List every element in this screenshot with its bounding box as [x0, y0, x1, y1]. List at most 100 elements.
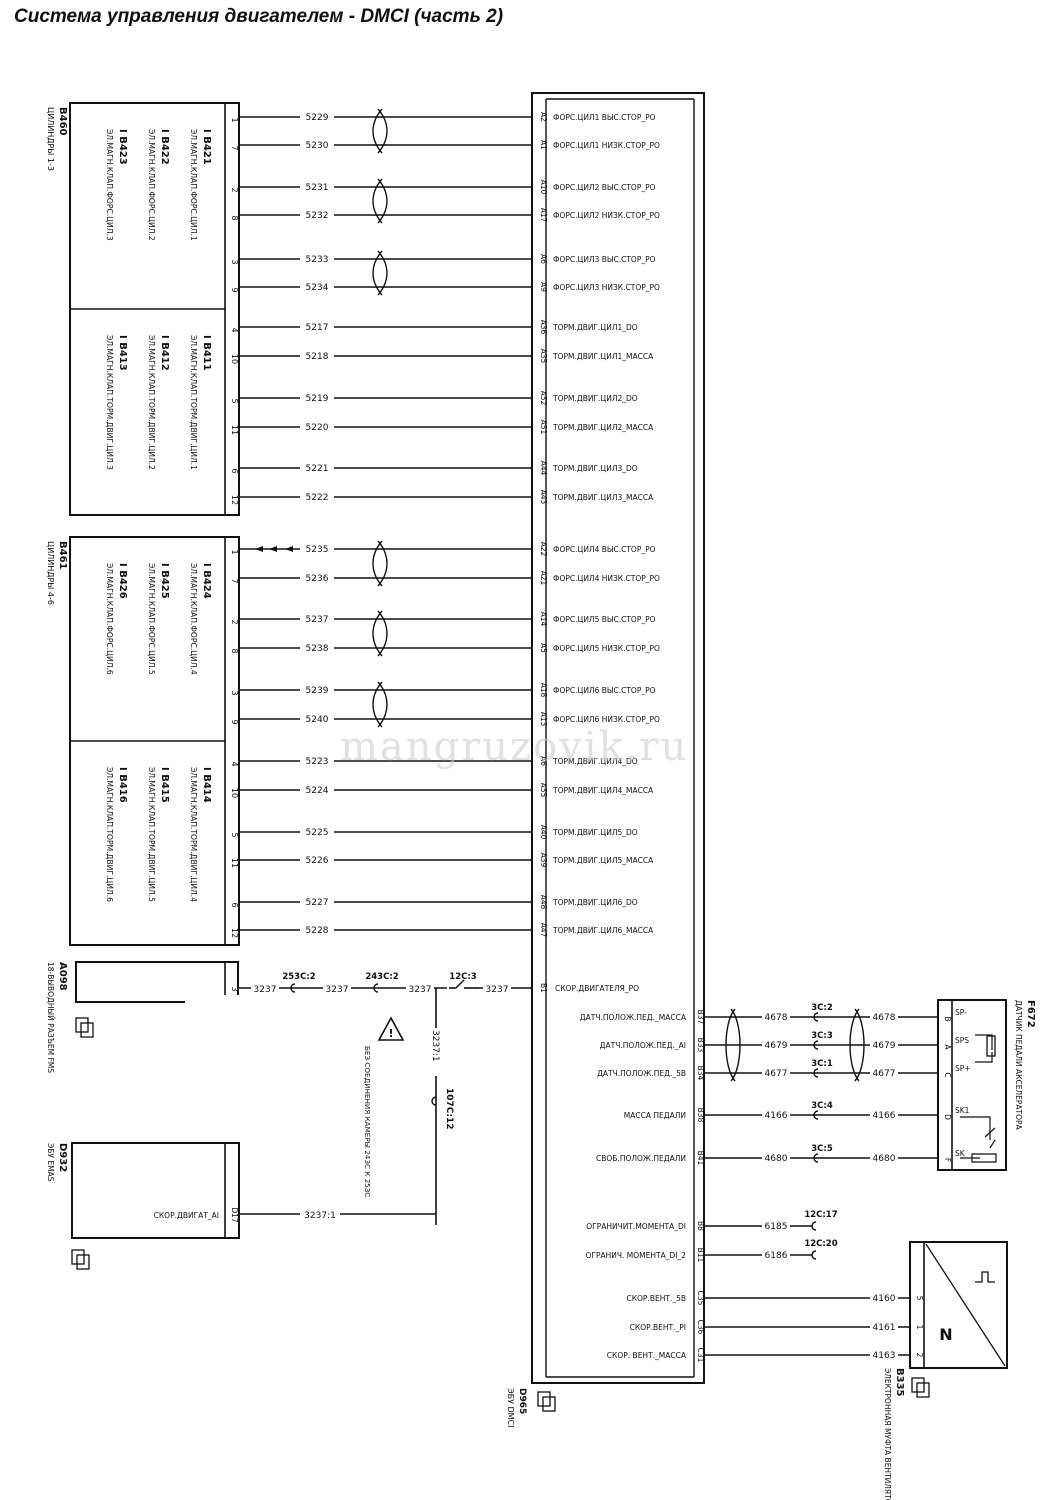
block-name: 18-ВЫВОДНЫЙ РАЗЪЕМ FMS: [46, 962, 55, 1073]
block-pin: B: [943, 1016, 952, 1021]
wire-number: 5240: [306, 715, 329, 725]
wire-number: 4166: [765, 1111, 788, 1121]
wire-number: 3237: [409, 985, 432, 995]
ecu-pin: A22: [539, 542, 548, 557]
ecu-connector-icon-back: [542, 1396, 556, 1412]
wire-number: 4677: [765, 1069, 788, 1079]
block-pin: D: [943, 1114, 952, 1120]
component-id: I B415: [159, 767, 170, 803]
block-id: B461: [57, 541, 68, 570]
ecu-signal-label: ТОРМ.ДВИГ.ЦИЛ6_DO: [552, 898, 638, 907]
block-pin: 12: [230, 495, 239, 505]
ecu-pin: A14: [539, 612, 548, 627]
block-pin: 3: [230, 259, 239, 264]
potentiometer-icon: [986, 1035, 996, 1057]
block-d932: [71, 1142, 240, 1239]
ecu-signal-label: ФОРС.ЦИЛ1 НИЗК.СТОР_РО: [553, 141, 660, 150]
block-a098: [75, 961, 239, 1003]
ecu-signal-label: ТОРМ.ДВИГ.ЦИЛ1_DO: [552, 323, 638, 332]
component-id: I B413: [117, 335, 128, 371]
wire-label-bg: [762, 1067, 790, 1078]
wire-number: 5229: [306, 113, 329, 123]
pedal-switch-icon: [960, 1116, 997, 1163]
ecu-signal-label: ТОРМ.ДВИГ.ЦИЛ2_МАССА: [552, 423, 654, 432]
wire-label-bg: [300, 642, 334, 653]
connector-symbol: [811, 1250, 817, 1260]
connector-id: 243C:2: [365, 972, 398, 982]
connector-id: 3C:4: [811, 1101, 833, 1111]
warning-icon: [377, 1016, 405, 1041]
block-pin: C: [943, 1072, 952, 1077]
block-pin: 12: [230, 928, 239, 938]
wire-label-bg: [300, 854, 334, 865]
component-id: I B425: [159, 563, 170, 599]
pedal-potentiometer-leads: [975, 1034, 993, 1063]
d932-connector-icon-back: [76, 1254, 90, 1270]
component-id: I B422: [159, 129, 170, 165]
wire-number: 5239: [306, 686, 329, 696]
warning-mark: !: [388, 1027, 393, 1040]
block-pin: 3: [230, 690, 239, 695]
wire-label-bg: [300, 281, 334, 292]
connector-id: 107C:12: [444, 1088, 454, 1130]
wire-number: 4160: [873, 1294, 896, 1304]
component-id: I B421: [201, 129, 212, 165]
twisted-pair-marker: [372, 250, 388, 296]
wire-label-bg: [300, 350, 334, 361]
wire-number: 5232: [306, 211, 329, 221]
wire-number: 4679: [873, 1041, 896, 1051]
block-name: ЦИЛИНДРЫ 4-6: [46, 541, 55, 605]
block-pin: 2: [915, 1353, 924, 1358]
wire-label-bg: [762, 1039, 790, 1050]
block-pin: 10: [230, 354, 239, 364]
ecu-pin: B8: [696, 1221, 705, 1231]
wire-number: 3237: [486, 985, 509, 995]
ecu-signal-label: СВОБ.ПОЛОЖ.ПЕДАЛИ: [596, 1154, 686, 1163]
ecu-signal-label: ДАТЧ.ПОЛОЖ.ПЕД._AI: [600, 1041, 686, 1050]
ecu-name: ЭБУ DMCI: [506, 1388, 515, 1428]
component-name: ЭЛ.МАГН.КЛАП.ТОРМ.ДВИГ.ЦИЛ.2: [147, 335, 156, 470]
wire-number: 5230: [306, 141, 329, 151]
component-name: ЭЛ.МАГН.КЛАП.ТОРМ.ДВИГ.ЦИЛ.4: [189, 767, 198, 902]
wire-number: 3237: [254, 985, 277, 995]
ecu-signal-label: ТОРМ.ДВИГ.ЦИЛ2_DO: [552, 394, 638, 403]
ecu-pin: A9: [539, 282, 548, 292]
ecu-pin: A43: [539, 490, 548, 505]
wire-label-bg: [762, 1109, 790, 1120]
wire-label-bg: [300, 543, 334, 554]
a098-connector-icon: [75, 1017, 89, 1033]
ecu-signal-label: ФОРС.ЦИЛ4 НИЗК.СТОР_РО: [553, 574, 660, 583]
ecu-signal-label: ФОРС.ЦИЛ6 НИЗК.СТОР_РО: [553, 715, 660, 724]
connector-symbol: [290, 983, 296, 993]
connector-id: 3C:3: [811, 1031, 833, 1041]
wire-number: 5233: [306, 255, 329, 265]
wire-number: 5218: [306, 352, 329, 362]
ecu-pin: A48: [539, 895, 548, 910]
ecu-signal-label: ТОРМ.ДВИГ.ЦИЛ5_DO: [552, 828, 638, 837]
wire-label-bg: [762, 1249, 790, 1260]
ecu-pin: B41: [696, 1151, 705, 1166]
ecu-signal-label: ОГРАНИЧ. МОМЕНТА_DI_2: [586, 1251, 687, 1260]
wire-label-bg: [300, 684, 334, 695]
ecu-signal-label: ФОРС.ЦИЛ1 ВЫС.СТОР_РО: [553, 113, 656, 122]
wire-label-bg: [300, 392, 334, 403]
wire-label-bg: [870, 1292, 898, 1303]
wire-number: 4166: [873, 1111, 896, 1121]
block-id: B460: [57, 107, 68, 136]
wire-label-bg: [300, 924, 334, 935]
wire-number: 4678: [765, 1013, 788, 1023]
wire-label-bg: [406, 982, 434, 993]
wire-label-bg: [300, 111, 334, 122]
wire-number: 5238: [306, 644, 329, 654]
connector-id: 12C:17: [804, 1210, 837, 1220]
ecu-pin: A52: [539, 391, 548, 406]
ecu-signal-label: ТОРМ.ДВИГ.ЦИЛ3_DO: [552, 464, 638, 473]
ecu-signal-label: ДАТЧ.ПОЛОЖ.ПЕД._МАССА: [580, 1013, 687, 1022]
wire-number: 4680: [873, 1154, 896, 1164]
component-name: ЭЛ.МАГН.КЛАП.ФОРС.ЦИЛ.4: [189, 563, 198, 675]
twisted-pair-marker: [372, 178, 388, 224]
wire-number: 5221: [306, 464, 329, 474]
block-id: B335: [894, 1368, 905, 1397]
wire-label-bg: [300, 462, 334, 473]
wire-number: 6186: [765, 1251, 788, 1261]
